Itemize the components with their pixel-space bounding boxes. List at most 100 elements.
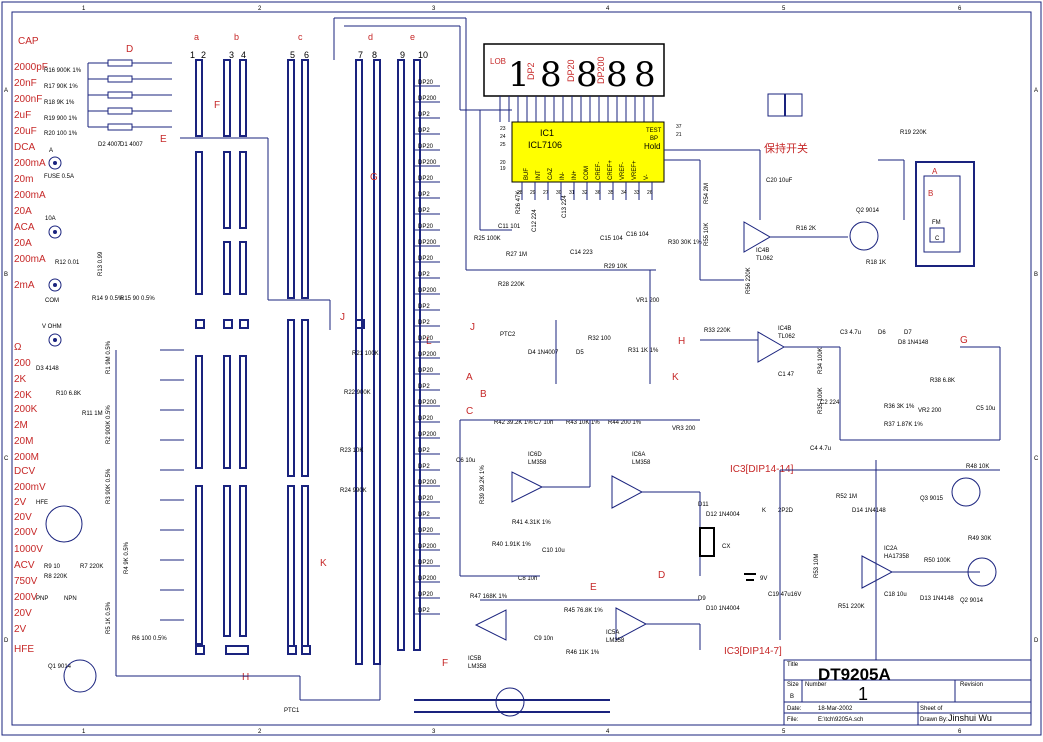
lcd-digit-1: 1 bbox=[508, 55, 530, 95]
vr3-label: VR3 200 bbox=[672, 426, 696, 432]
r56-label: R56 220K bbox=[746, 267, 752, 294]
aca-20a: 20A bbox=[14, 238, 32, 249]
r29-label: R29 10K bbox=[604, 264, 627, 270]
switch-contact-strip bbox=[195, 151, 203, 295]
dp-contact-label: DP2 bbox=[418, 320, 430, 326]
title-label: Title bbox=[787, 662, 799, 668]
revision-label: Revision bbox=[960, 682, 983, 688]
hfe-socket bbox=[45, 505, 83, 543]
net-e-bottom: E bbox=[590, 582, 597, 593]
r34-label: R34 100K bbox=[818, 347, 824, 374]
ic1-pin-number: 33 bbox=[634, 190, 640, 196]
ha17358-label: HA17358 bbox=[884, 554, 910, 560]
dp-contact-label: DP20 bbox=[418, 560, 434, 566]
r10-label: R10 6.8K bbox=[56, 391, 81, 397]
file-value: E:\tch\9205A.sch bbox=[818, 717, 863, 723]
r6-label: R6 100 0.5% bbox=[132, 636, 167, 642]
hfe-socket-label: HFE bbox=[36, 500, 48, 506]
net-k-right: K bbox=[672, 372, 679, 383]
vr1-label: VR1 200 bbox=[636, 298, 660, 304]
npn-label: NPN bbox=[64, 596, 77, 602]
ohm-200k: 200K bbox=[14, 404, 38, 415]
hold-switch: 保持开关 bbox=[764, 93, 808, 155]
r43-label: R43 10K 1% bbox=[566, 420, 600, 426]
ic1-pin-name: COM bbox=[584, 166, 590, 180]
op-amp-symbol bbox=[615, 607, 648, 641]
date-label: Date: bbox=[787, 706, 802, 712]
net-f-top: F bbox=[214, 100, 220, 111]
r22-label: R22 900K bbox=[344, 390, 371, 396]
switch-contact-strip bbox=[355, 59, 363, 665]
hold-switch-label: 保持开关 bbox=[764, 141, 808, 155]
bank-number: 8 bbox=[372, 50, 377, 60]
ten-a-input-jack bbox=[48, 225, 62, 239]
cx-label: CX bbox=[722, 544, 730, 550]
c14-label: C14 223 bbox=[570, 250, 593, 256]
dp-contact-label: DP20 bbox=[418, 368, 434, 374]
resistor-symbol bbox=[107, 107, 133, 115]
r33-label: R33 220K bbox=[704, 328, 731, 334]
net-a-right: A bbox=[466, 372, 473, 383]
c7-label: C7 10n bbox=[534, 420, 553, 426]
r19b-label: R19 220K bbox=[900, 130, 927, 136]
ic1-pin-name: IN- bbox=[560, 172, 566, 180]
lcd-digit-3: 8 bbox=[576, 55, 598, 95]
net-d-top: D bbox=[126, 44, 133, 55]
c3-label: C3 4.7u bbox=[840, 330, 861, 336]
switch-pad bbox=[195, 319, 205, 329]
switch-contact-strip bbox=[413, 59, 421, 651]
row-marker-right: B bbox=[1034, 272, 1038, 278]
buzzer-section: A B C FM Q2 9014 R19 220K R16 2K R18 1K bbox=[796, 130, 975, 267]
vohm-label: V OHM bbox=[42, 324, 62, 330]
size-value: B bbox=[790, 694, 794, 700]
aca-2ma: 2mA bbox=[14, 280, 35, 291]
wiring bbox=[45, 17, 1001, 717]
net-e-top: E bbox=[160, 134, 167, 145]
r1-label: R1 9M 0.5% bbox=[106, 340, 112, 374]
switch-pad bbox=[287, 645, 297, 655]
acv-heading: ACV bbox=[14, 560, 35, 571]
r3-label: R3 90K 0.5% bbox=[106, 468, 112, 504]
q1-label: Q1 9014 bbox=[48, 664, 72, 670]
switch-pad bbox=[195, 645, 205, 655]
r16b-label: R16 2K bbox=[796, 226, 816, 232]
dp-contact-label: DP2 bbox=[418, 208, 430, 214]
ptc2-label: PTC2 bbox=[500, 332, 516, 338]
op-amp-symbol bbox=[474, 609, 507, 641]
dcv-heading: DCV bbox=[14, 466, 35, 477]
component-labels: R25 100K R26 47K R27 1M R28 220K R29 10K… bbox=[456, 178, 995, 656]
lcd-dp200: DP200 bbox=[596, 56, 606, 84]
switch-pad bbox=[239, 319, 249, 329]
ohm-20k: 20K bbox=[14, 390, 32, 401]
ic1-pin-number: 29 bbox=[530, 190, 536, 196]
dp-contact-label: DP200 bbox=[418, 352, 437, 358]
dp-contact-label: DP200 bbox=[418, 480, 437, 486]
resistor-symbol bbox=[107, 123, 133, 131]
row-marker-right: A bbox=[1034, 88, 1038, 94]
cap-200nf: 200nF bbox=[14, 94, 42, 105]
sheet-inner-border bbox=[11, 11, 1032, 726]
lm358-4-label: LM358 bbox=[468, 664, 487, 670]
r32-label: R32 100 bbox=[588, 336, 611, 342]
switch-banks bbox=[195, 59, 421, 665]
a-input-jack bbox=[48, 156, 62, 170]
r13-label: R13 0.99 bbox=[98, 251, 104, 276]
buzzer-a: A bbox=[932, 167, 938, 176]
ic4b-mid-label: IC4B bbox=[778, 326, 791, 332]
r49-label: R49 30K bbox=[968, 536, 991, 542]
current-input-section: A 10A COM V OHM FUSE 0.5A D2 4007 D1 400… bbox=[36, 142, 300, 714]
r17-label: R17 90K 1% bbox=[44, 84, 78, 90]
ic6a-label: IC6A bbox=[632, 452, 645, 458]
r2-label: R2 900K 0.5% bbox=[106, 405, 112, 444]
row-marker-right: D bbox=[1034, 638, 1039, 644]
d11-label: D11 bbox=[698, 502, 709, 508]
battery-label: 9V bbox=[760, 576, 767, 582]
column-marker-top: 3 bbox=[432, 6, 436, 12]
switch-pad bbox=[225, 645, 249, 655]
r47-label: R47 168K 1% bbox=[470, 594, 508, 600]
bank-number: 3 bbox=[229, 50, 234, 60]
ic1-pin-number: 26 bbox=[647, 190, 653, 196]
ic1-pin-name: CREF- bbox=[596, 162, 602, 180]
